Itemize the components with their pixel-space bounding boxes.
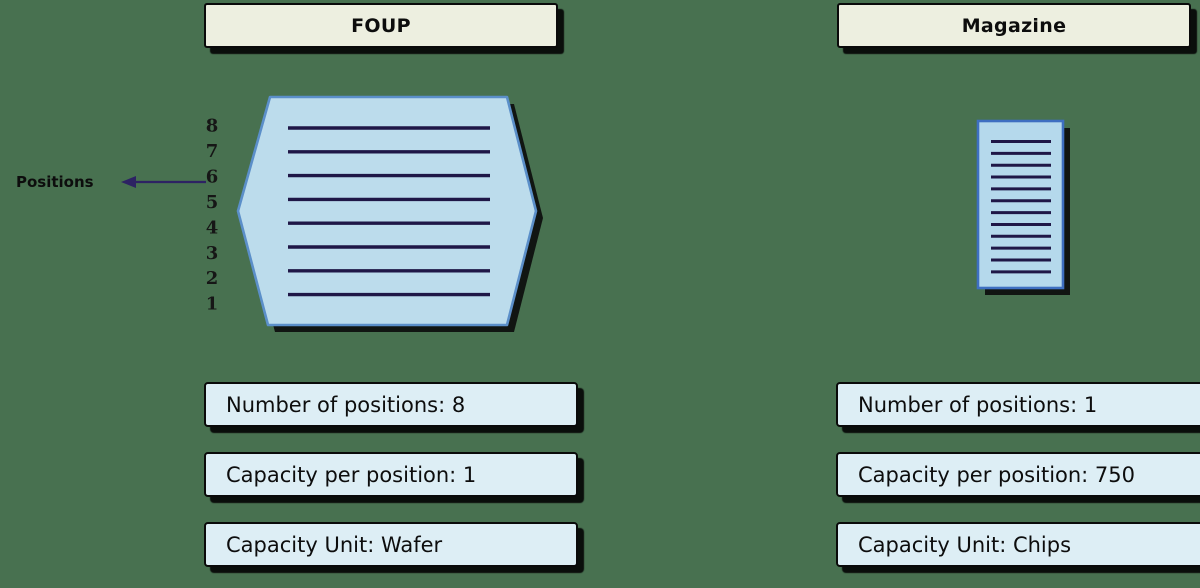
- foup-capacity-unit-box: Capacity Unit: Wafer: [204, 522, 578, 567]
- foup-capacity-per-position-box: Capacity per position: 1: [204, 452, 578, 497]
- position-number: 5: [206, 192, 219, 213]
- magazine-title: Magazine: [961, 14, 1067, 37]
- magazine-capacity-unit-text: Capacity Unit: Chips: [858, 532, 1072, 557]
- position-number: 1: [206, 294, 219, 315]
- position-number: 8: [206, 116, 219, 137]
- position-number: 3: [206, 243, 219, 264]
- foup-capacity-unit-text: Capacity Unit: Wafer: [226, 532, 443, 557]
- magazine-header: Magazine: [837, 3, 1191, 48]
- position-number: 6: [206, 166, 219, 187]
- magazine-number-of-positions-text: Number of positions: 1: [858, 392, 1098, 417]
- magazine-number-of-positions-box: Number of positions: 1: [836, 382, 1200, 427]
- foup-vessel-shape: [236, 95, 538, 327]
- position-number: 2: [206, 268, 219, 289]
- foup-header: FOUP: [204, 3, 558, 48]
- foup-number-of-positions-text: Number of positions: 8: [226, 392, 466, 417]
- foup-title: FOUP: [351, 14, 411, 37]
- positions-label: Positions: [16, 173, 94, 191]
- position-number: 7: [206, 141, 219, 162]
- positions-arrow-head: [121, 176, 136, 188]
- magazine-capacity-per-position-text: Capacity per position: 750: [858, 462, 1136, 487]
- position-number: 4: [206, 217, 219, 238]
- magazine-capacity-unit-box: Capacity Unit: Chips: [836, 522, 1200, 567]
- magazine-vessel-shadow: [985, 128, 1070, 295]
- foup-capacity-per-position-text: Capacity per position: 1: [226, 462, 477, 487]
- magazine-capacity-per-position-box: Capacity per position: 750: [836, 452, 1200, 497]
- magazine-vessel-shape: [976, 119, 1065, 290]
- foup-vessel-shadow: [245, 104, 543, 332]
- foup-number-of-positions-box: Number of positions: 8: [204, 382, 578, 427]
